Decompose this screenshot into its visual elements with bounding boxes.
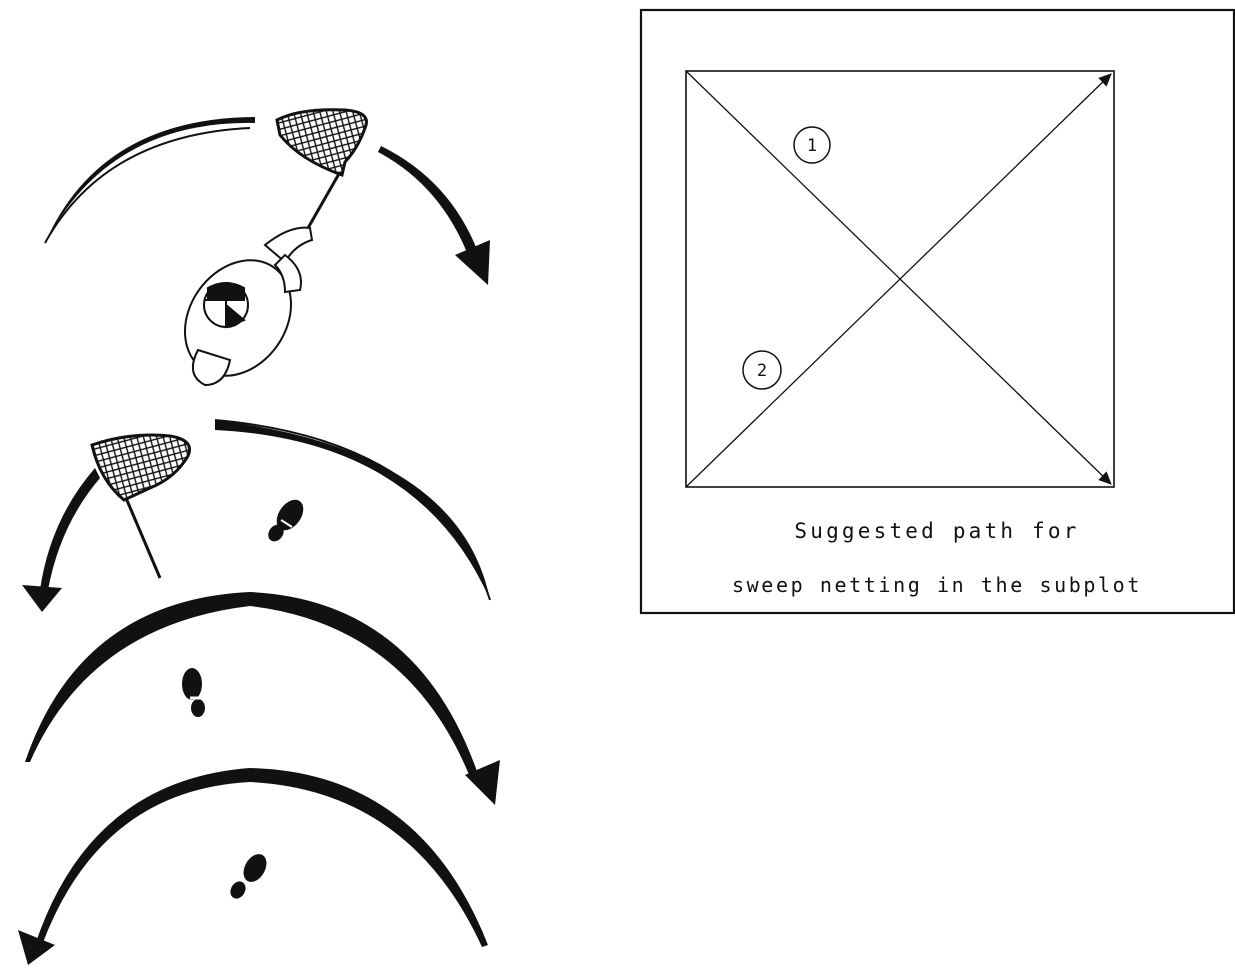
footprint-icon: [265, 495, 309, 545]
path-marker-1: 1: [794, 127, 830, 163]
sweep-arc-middle-left: [22, 468, 100, 612]
sweep-arc-top-left: [45, 117, 255, 243]
path-marker-2: 2: [743, 351, 781, 389]
path-caption-line-1: Suggested path for: [640, 519, 1234, 543]
path-caption-line-2: sweep netting in the subplot: [640, 573, 1234, 597]
footprint-icon: [227, 850, 271, 901]
footprint-icon: [182, 668, 205, 717]
path-1-line: [686, 71, 1111, 484]
sweep-net-lower-icon: [92, 435, 190, 578]
collector-person-icon: [163, 228, 313, 397]
path-2-line: [686, 74, 1111, 487]
sweep-net-upper-icon: [277, 110, 366, 228]
svg-text:2: 2: [757, 361, 767, 381]
sweep-arc-top-right: [378, 146, 490, 285]
sweep-arc-middle-long: [215, 420, 490, 600]
svg-text:1: 1: [807, 136, 817, 156]
